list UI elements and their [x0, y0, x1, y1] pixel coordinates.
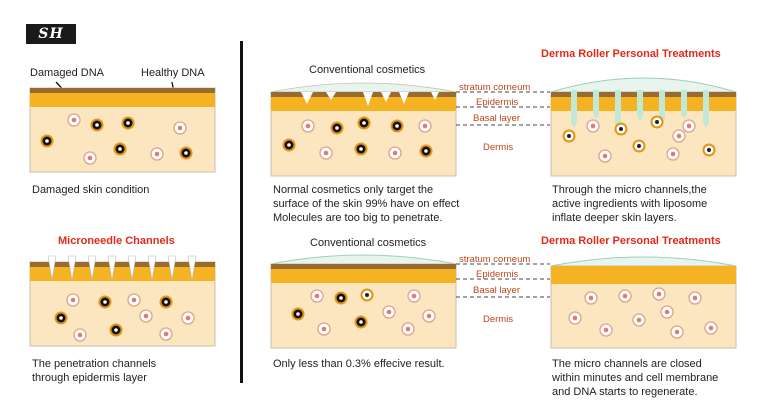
top-derma-caption-2: active ingredients with liposome — [552, 198, 707, 211]
microneedle-caption-2: through epidermis layer — [32, 372, 147, 385]
bottom-conventional-diagram — [271, 252, 456, 348]
top-derma-caption-1: Through the micro channels,the — [552, 184, 707, 197]
bottom-conventional-caption: Only less than 0.3% effecive result. — [273, 358, 445, 371]
microneedle-title: Microneedle Channels — [58, 235, 175, 247]
bottom-derma-diagram — [551, 252, 736, 348]
top-derma-diagram — [551, 74, 736, 176]
top-layer-stratum: stratum corneum — [459, 82, 530, 93]
top-conventional-title: Conventional cosmetics — [309, 64, 425, 77]
damaged-skin-diagram — [30, 88, 215, 172]
vertical-divider — [240, 41, 243, 383]
top-layer-epidermis: Epidermis — [476, 97, 518, 108]
microneedle-diagram — [30, 256, 215, 346]
bottom-derma-title: Derma Roller Personal Treatments — [541, 235, 721, 247]
top-derma-caption-3: inflate deeper skin layers. — [552, 212, 677, 225]
top-conventional-caption-2: surface of the skin 99% have on effect — [273, 198, 459, 211]
bottom-derma-caption-2: within minutes and cell membrane — [552, 372, 718, 385]
damaged-skin-caption: Damaged skin condition — [32, 184, 149, 197]
bottom-layer-basal: Basal layer — [473, 285, 520, 296]
top-layer-dermis: Dermis — [483, 142, 513, 153]
top-derma-title: Derma Roller Personal Treatments — [541, 48, 721, 60]
top-conventional-caption-1: Normal cosmetics only target the — [273, 184, 433, 197]
bottom-derma-caption-1: The micro channels are closed — [552, 358, 702, 371]
bottom-layer-stratum: stratum corneum — [459, 254, 530, 265]
top-layer-basal: Basal layer — [473, 113, 520, 124]
bottom-derma-caption-3: and DNA starts to regenerate. — [552, 386, 698, 399]
top-conventional-caption-3: Molecules are too big to penetrate. — [273, 212, 442, 225]
microneedle-caption-1: The penetration channels — [32, 358, 156, 371]
bottom-layer-epidermis: Epidermis — [476, 269, 518, 280]
top-conventional-diagram — [271, 80, 456, 176]
bottom-layer-dermis: Dermis — [483, 314, 513, 325]
bottom-conventional-title: Conventional cosmetics — [310, 237, 426, 250]
